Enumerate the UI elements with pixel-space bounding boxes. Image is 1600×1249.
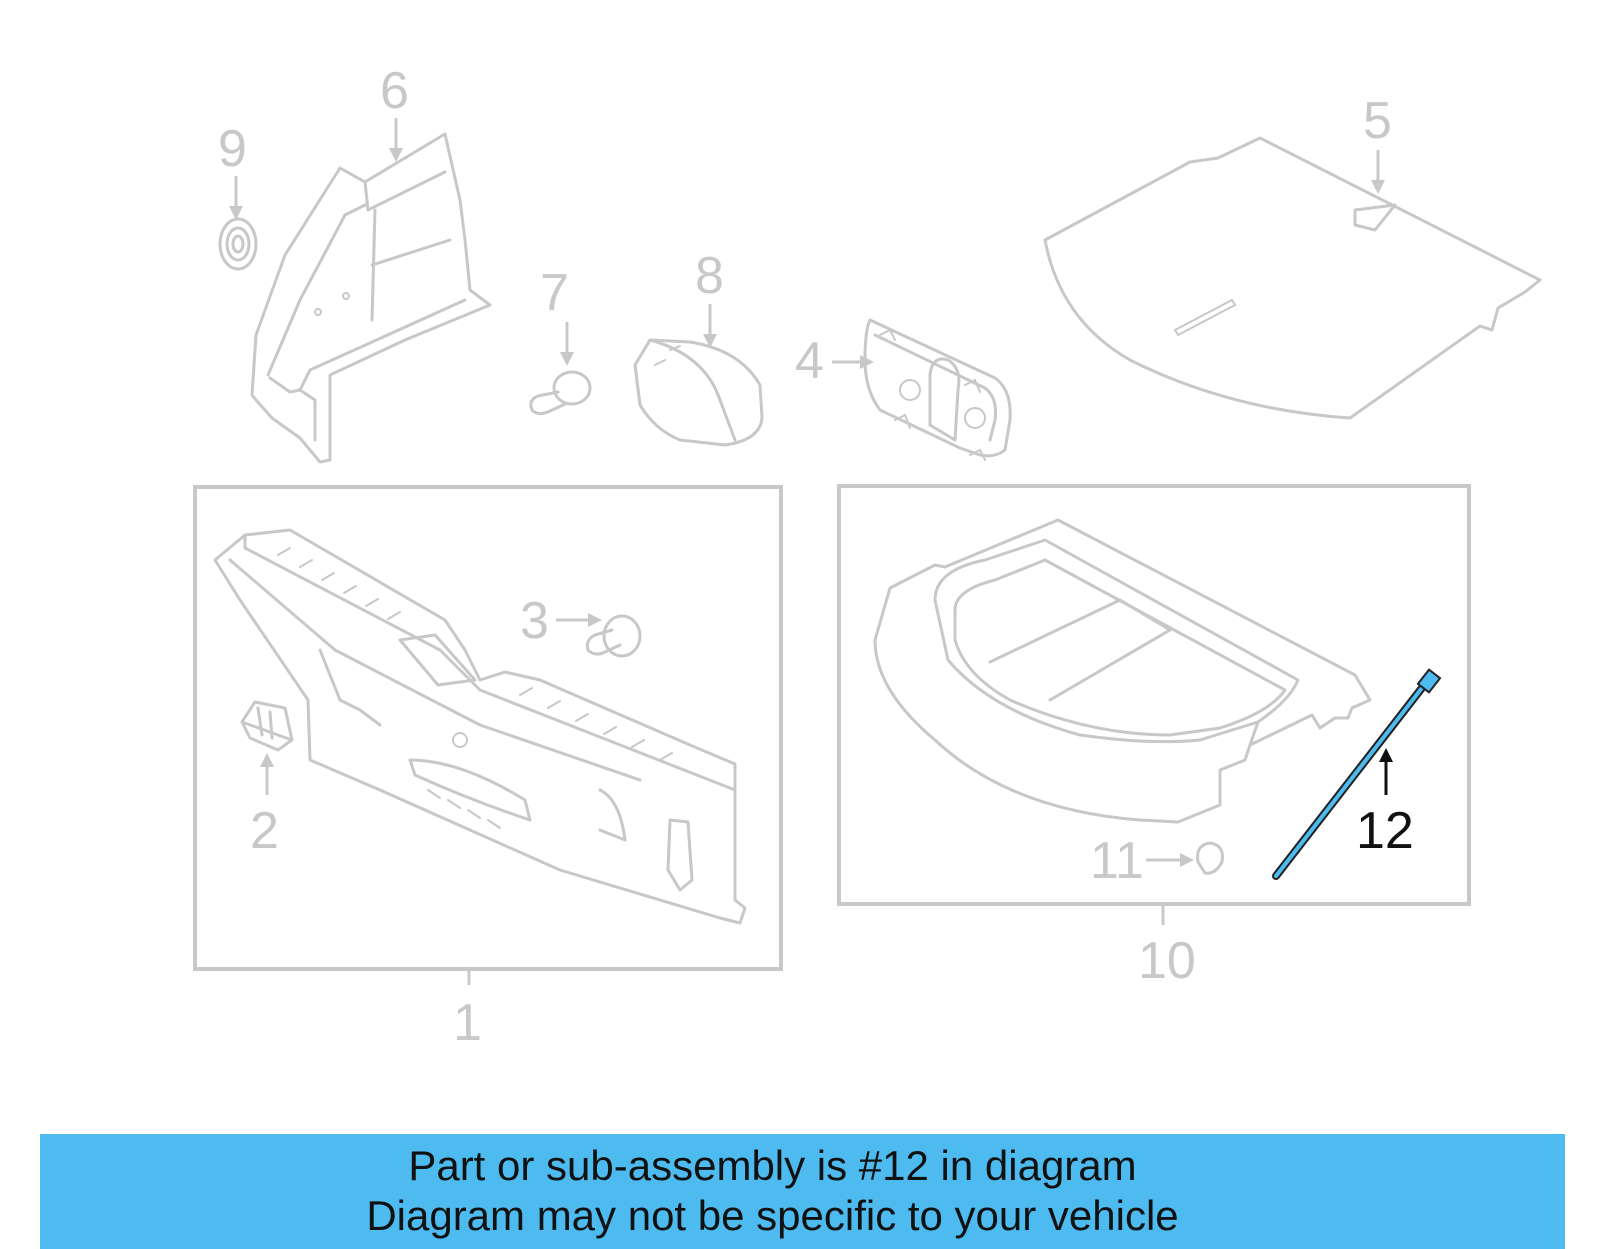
banner-line-2: Diagram may not be specific to your vehi… xyxy=(366,1192,1179,1239)
callout-4: 4 xyxy=(795,332,824,390)
part-5-cargo-cover[interactable]: 5 xyxy=(1043,92,1542,420)
part-9-grommet[interactable]: 9 xyxy=(218,120,258,271)
callout-7: 7 xyxy=(540,264,569,322)
callout-10: 10 xyxy=(1138,932,1196,990)
part-12-strap[interactable]: 12 xyxy=(1272,668,1442,880)
part-8-bracket[interactable]: 8 xyxy=(633,247,764,447)
callout-6: 6 xyxy=(380,62,409,120)
callout-1: 1 xyxy=(453,994,482,1052)
part-2-retainer[interactable]: 2 xyxy=(240,700,294,860)
part-6-side-trim[interactable]: 6 xyxy=(250,62,492,464)
part-4-plate[interactable]: 4 xyxy=(795,318,1012,461)
callout-9: 9 xyxy=(218,120,247,178)
part-11-cap[interactable]: 11 xyxy=(1090,832,1224,890)
banner-line-1: Part or sub-assembly is #12 in diagram xyxy=(408,1142,1137,1189)
callout-2: 2 xyxy=(250,802,279,860)
callout-12: 12 xyxy=(1356,802,1414,860)
callout-3: 3 xyxy=(520,592,549,650)
callout-5: 5 xyxy=(1363,92,1392,150)
info-banner: Part or sub-assembly is #12 in diagram D… xyxy=(40,1134,1565,1249)
assembly-1-box xyxy=(193,485,783,971)
assembly-10-box xyxy=(837,484,1471,906)
part-1-sill-trim[interactable] xyxy=(213,528,747,925)
part-7-push-pin[interactable]: 7 xyxy=(529,264,592,416)
callout-8: 8 xyxy=(695,247,724,305)
part-3-clip[interactable]: 3 xyxy=(520,592,642,658)
part-10-package-tray[interactable] xyxy=(873,518,1372,824)
callout-11: 11 xyxy=(1090,832,1144,890)
